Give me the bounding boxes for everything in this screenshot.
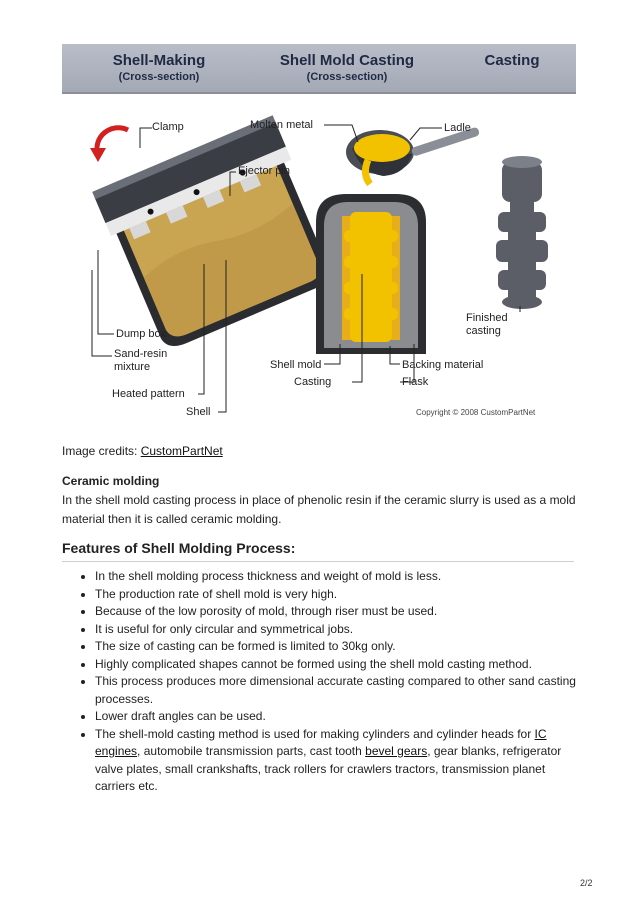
label-line: Sand-resin	[114, 348, 168, 360]
header-shell-making: Shell-Making (Cross-section)	[84, 52, 234, 83]
header-title: Casting	[484, 52, 540, 69]
label-dump-box: Dump box	[116, 328, 167, 340]
label-ejector-pin: Ejector pin	[238, 165, 290, 177]
credits-link[interactable]: CustomPartNet	[140, 444, 223, 458]
features-heading: Features of Shell Molding Process:	[62, 540, 574, 562]
leader-lines	[91, 124, 521, 413]
label-line: casting	[466, 325, 501, 337]
header-casting: Casting	[462, 52, 562, 69]
bevel-gears-link[interactable]: bevel gears	[365, 744, 428, 758]
list-item: The shell-mold casting method is used fo…	[95, 726, 582, 796]
label-line: Finished	[466, 312, 508, 324]
page-number: 2/2	[580, 878, 593, 888]
header-subtitle: (Cross-section)	[118, 71, 200, 83]
list-item: This process produces more dimensional a…	[95, 673, 582, 708]
label-sand-resin: Sand-resin mixture	[114, 348, 167, 374]
label-line: mixture	[114, 361, 151, 373]
label-flask: Flask	[402, 376, 429, 388]
list-item-text: , automobile transmission parts, cast to…	[137, 744, 366, 758]
ceramic-molding-title: Ceramic molding	[62, 474, 160, 488]
figure-header: Shell-Making (Cross-section) Shell Mold …	[62, 44, 576, 94]
finished-casting	[496, 156, 548, 309]
ceramic-molding-text: In the shell mold casting process in pla…	[62, 493, 576, 526]
header-title: Shell-Making	[112, 52, 206, 69]
ic-engines-link[interactable]: IC engines	[95, 726, 547, 759]
list-item-text: The shell-mold casting method is used fo…	[95, 726, 535, 741]
label-casting: Casting	[294, 376, 332, 388]
label-molten-metal: Molten metal	[250, 119, 313, 131]
label-finished-casting: Finished casting	[466, 312, 508, 338]
label-heated-pattern: Heated pattern	[112, 388, 185, 400]
label-shell-mold: Shell mold	[270, 359, 322, 371]
list-item: In the shell molding process thickness a…	[95, 568, 582, 586]
list-item: The size of casting can be formed is lim…	[95, 638, 582, 656]
header-title: Shell Mold Casting	[279, 52, 415, 69]
process-illustration	[90, 115, 548, 413]
features-list: In the shell molding process thickness a…	[62, 568, 582, 796]
process-figure: Shell-Making (Cross-section) Shell Mold …	[62, 44, 576, 426]
label-ladle: Ladle	[444, 122, 471, 134]
label-shell: Shell	[186, 406, 211, 418]
list-item-text: , gear blanks, refrigerator valve plates…	[95, 744, 562, 793]
label-clamp: Clamp	[152, 121, 184, 133]
ladle	[346, 127, 480, 187]
figure-copyright: Copyright © 2008 CustomPartNet	[416, 408, 536, 417]
list-item: Because of the low porosity of mold, thr…	[95, 603, 582, 621]
list-item: Highly complicated shapes cannot be form…	[95, 656, 582, 674]
header-subtitle: (Cross-section)	[306, 71, 388, 83]
list-item: Lower draft angles can be used.	[95, 708, 582, 726]
list-item: The production rate of shell mold is ver…	[95, 586, 582, 604]
header-shell-mold-casting: Shell Mold Casting (Cross-section)	[262, 52, 432, 83]
label-backing-material: Backing material	[402, 359, 484, 371]
flask	[316, 194, 426, 354]
rotation-arrow-icon	[90, 125, 130, 162]
dump-box	[92, 115, 330, 346]
image-credits: Image credits: CustomPartNet	[62, 444, 223, 458]
list-item: It is useful for only circular and symme…	[95, 621, 582, 639]
credits-prefix: Image credits:	[62, 444, 141, 458]
